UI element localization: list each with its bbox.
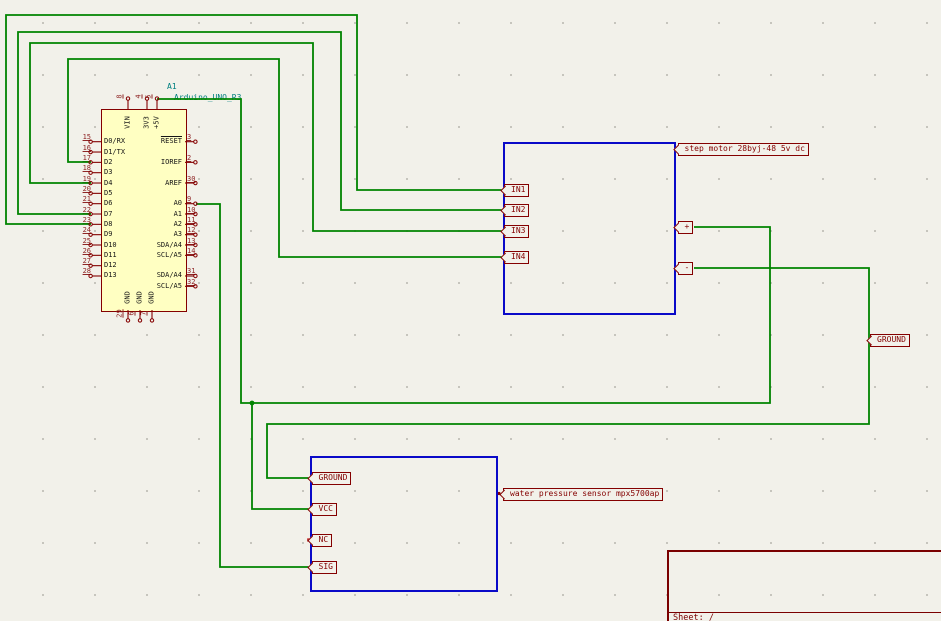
sheet-pin-in3[interactable]: IN3	[504, 225, 530, 238]
pin-number-27: 27	[82, 257, 91, 266]
sheet-pin-sensor-vcc[interactable]: VCC	[311, 503, 337, 516]
sheet-pin-sensor-sig[interactable]: SIG	[311, 561, 337, 574]
sheet-pin-sensor-nc[interactable]: NC	[311, 534, 333, 547]
pin-number-28: 28	[82, 267, 91, 276]
pin-name-D12: D12	[104, 261, 117, 270]
step-motor-sheet-name[interactable]: step motor 28byj-48 5v dc	[677, 142, 809, 156]
sheet-label: Sheet: /	[673, 612, 714, 621]
sheet-pin-sensor-ground[interactable]: GROUND	[311, 472, 352, 485]
title-block-top-border	[667, 550, 941, 552]
sheet-pin-motor-minus[interactable]: -	[677, 262, 694, 275]
title-block-divider	[667, 611, 941, 614]
sheet-pin-motor-plus[interactable]: +	[677, 221, 694, 234]
sheet-pin-in1[interactable]: IN1	[504, 184, 530, 197]
water-pressure-sensor-sheet-box[interactable]	[310, 456, 498, 592]
pin-name-D13: D13	[104, 271, 117, 280]
title-block-left-border	[667, 550, 669, 621]
sheet-pin-in2[interactable]: IN2	[504, 204, 530, 217]
sheet-pin-in4[interactable]: IN4	[504, 251, 530, 264]
water-pressure-sensor-sheet-name[interactable]: water pressure sensor mpx5700ap	[503, 487, 664, 501]
ground-hier-label[interactable]: GROUND	[870, 334, 910, 347]
